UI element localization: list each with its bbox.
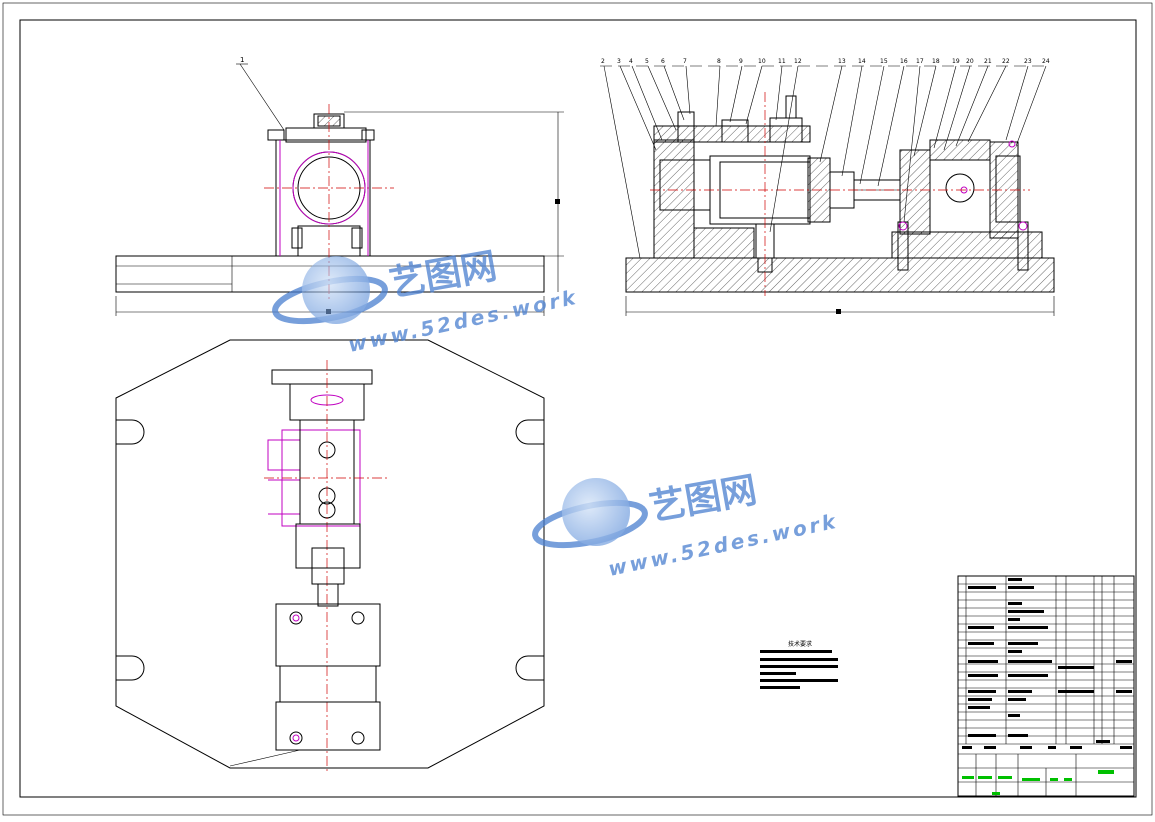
callout-2: 2 — [601, 58, 605, 65]
callout-19: 19 — [952, 58, 960, 65]
callout-17: 17 — [916, 58, 924, 65]
watermark-brand-2: 艺图网 — [646, 470, 759, 529]
front-view: 1 — [115, 56, 564, 316]
callout-22: 22 — [1002, 58, 1010, 65]
side-view-leaders — [600, 65, 1050, 259]
callout-10: 10 — [758, 58, 766, 65]
watermark-brand: 艺图网 — [386, 246, 499, 305]
side-view-callouts: 2 3 4 5 6 7 8 9 10 11 12 13 14 15 16 17 … — [601, 58, 1050, 65]
callout-11: 11 — [778, 58, 786, 65]
callout-6: 6 — [661, 58, 665, 65]
notes-title: 技术要求 — [788, 640, 812, 648]
callout-5: 5 — [645, 58, 649, 65]
callout-12: 12 — [794, 58, 802, 65]
inner-border — [19, 19, 1137, 798]
callout-13: 13 — [838, 58, 846, 65]
callout-18: 18 — [932, 58, 940, 65]
callout-9: 9 — [739, 58, 743, 65]
title-block — [957, 575, 1135, 797]
side-section-view: 2 3 4 5 6 7 8 9 10 11 12 13 14 15 16 17 … — [600, 58, 1055, 316]
callout-7: 7 — [683, 58, 687, 65]
watermark-center: 艺图网 www.52des.work — [532, 470, 840, 581]
callout-4: 4 — [629, 58, 633, 65]
callout-21: 21 — [984, 58, 992, 65]
callout-24: 24 — [1042, 58, 1050, 65]
callout-14: 14 — [858, 58, 866, 65]
callout-23: 23 — [1024, 58, 1032, 65]
callout-20: 20 — [966, 58, 974, 65]
callout-3: 3 — [617, 58, 621, 65]
callout-15: 15 — [880, 58, 888, 65]
front-view-callout: 1 — [240, 56, 244, 64]
callout-16: 16 — [900, 58, 908, 65]
callout-8: 8 — [717, 58, 721, 65]
technical-notes: 技术要求 — [760, 640, 838, 689]
top-view — [115, 339, 545, 774]
